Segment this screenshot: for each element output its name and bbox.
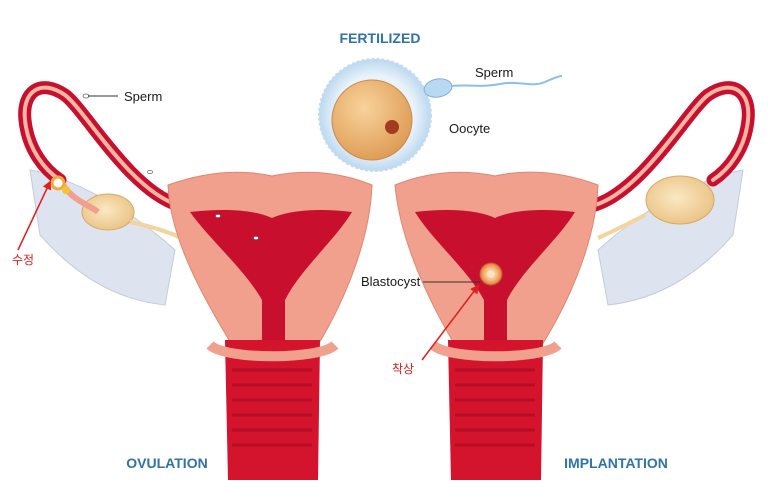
label-blastocyst: Blastocyst (361, 274, 421, 289)
sperm-head-top (423, 78, 453, 98)
oocyte-cell (331, 79, 413, 161)
left-uterus (18, 81, 373, 480)
arrow-implantation (421, 284, 480, 361)
annotation-fertilization: 수정 (12, 253, 34, 267)
label-sperm-left: Sperm (124, 89, 162, 104)
left-uterine-cavity (190, 210, 352, 360)
annotation-implantation: 착상 (392, 362, 414, 376)
leader-lines (17, 95, 480, 361)
sperm-tail-top (451, 75, 563, 87)
right-uterus (394, 81, 755, 480)
oocyte-nucleus (385, 120, 399, 134)
left-ovary (81, 193, 135, 231)
sperm-cells-left (82, 93, 259, 240)
left-egg (50, 175, 66, 191)
left-membrane (29, 169, 176, 306)
title-fertilized: FERTILIZED (340, 30, 421, 46)
arrow-fertilization (17, 180, 52, 251)
label-sperm-top: Sperm (475, 65, 513, 80)
title-ovulation: OVULATION (126, 455, 207, 471)
right-ovary (645, 175, 715, 225)
label-oocyte: Oocyte (449, 121, 490, 136)
right-uterine-cavity (415, 210, 575, 360)
fertilized-oocyte (318, 58, 563, 172)
title-implantation: IMPLANTATION (564, 455, 668, 471)
